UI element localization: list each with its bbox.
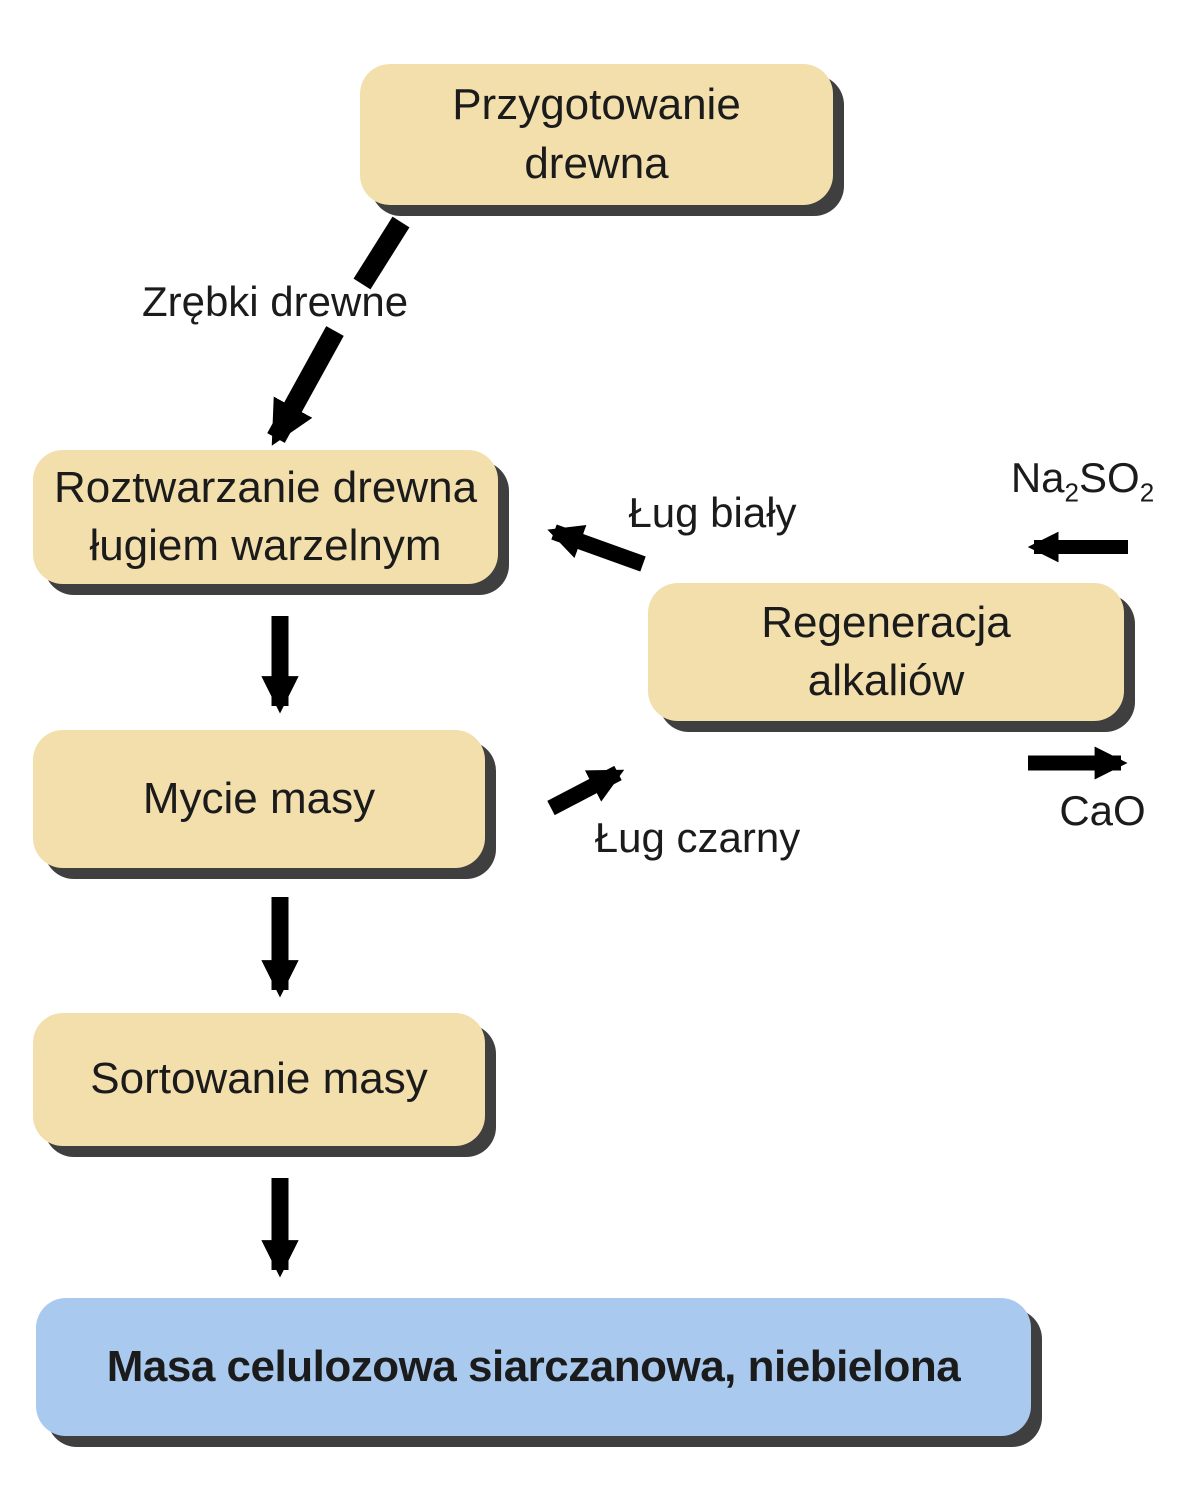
node-roztwarzanie-drewna: Roztwarzanie drewna ługiem warzelnym [33, 450, 498, 584]
chem-symbol-part: Na [1010, 454, 1065, 501]
arrow-wood-chips-icon [267, 326, 344, 446]
label-na2so2: Na2SO2 [1000, 454, 1165, 505]
arrow-black-liquor-icon [547, 765, 625, 816]
node-przygotowanie-drewna: Przygotowanie drewna [360, 64, 833, 205]
node-sortowanie-masy: Sortowanie masy [33, 1013, 485, 1146]
arrow-wood-chips-upper-segment [353, 216, 410, 290]
node-regeneracja-alkaliow: Regeneracja alkaliów [648, 583, 1124, 721]
node-masa-celulozowa-result: Masa celulozowa siarczanowa, niebielona [36, 1298, 1031, 1436]
label-cao: CaO [1059, 787, 1146, 834]
chem-symbol-part: SO [1079, 454, 1140, 501]
chem-subscript: 2 [1139, 477, 1155, 508]
label-lug-czarny: Ług czarny [594, 814, 801, 861]
node-mycie-masy: Mycie masy [33, 730, 485, 868]
label-zrebki-drewne: Zrębki drewne [141, 278, 409, 325]
label-lug-bialy: Ług biały [628, 489, 797, 536]
chem-subscript: 2 [1064, 477, 1079, 508]
